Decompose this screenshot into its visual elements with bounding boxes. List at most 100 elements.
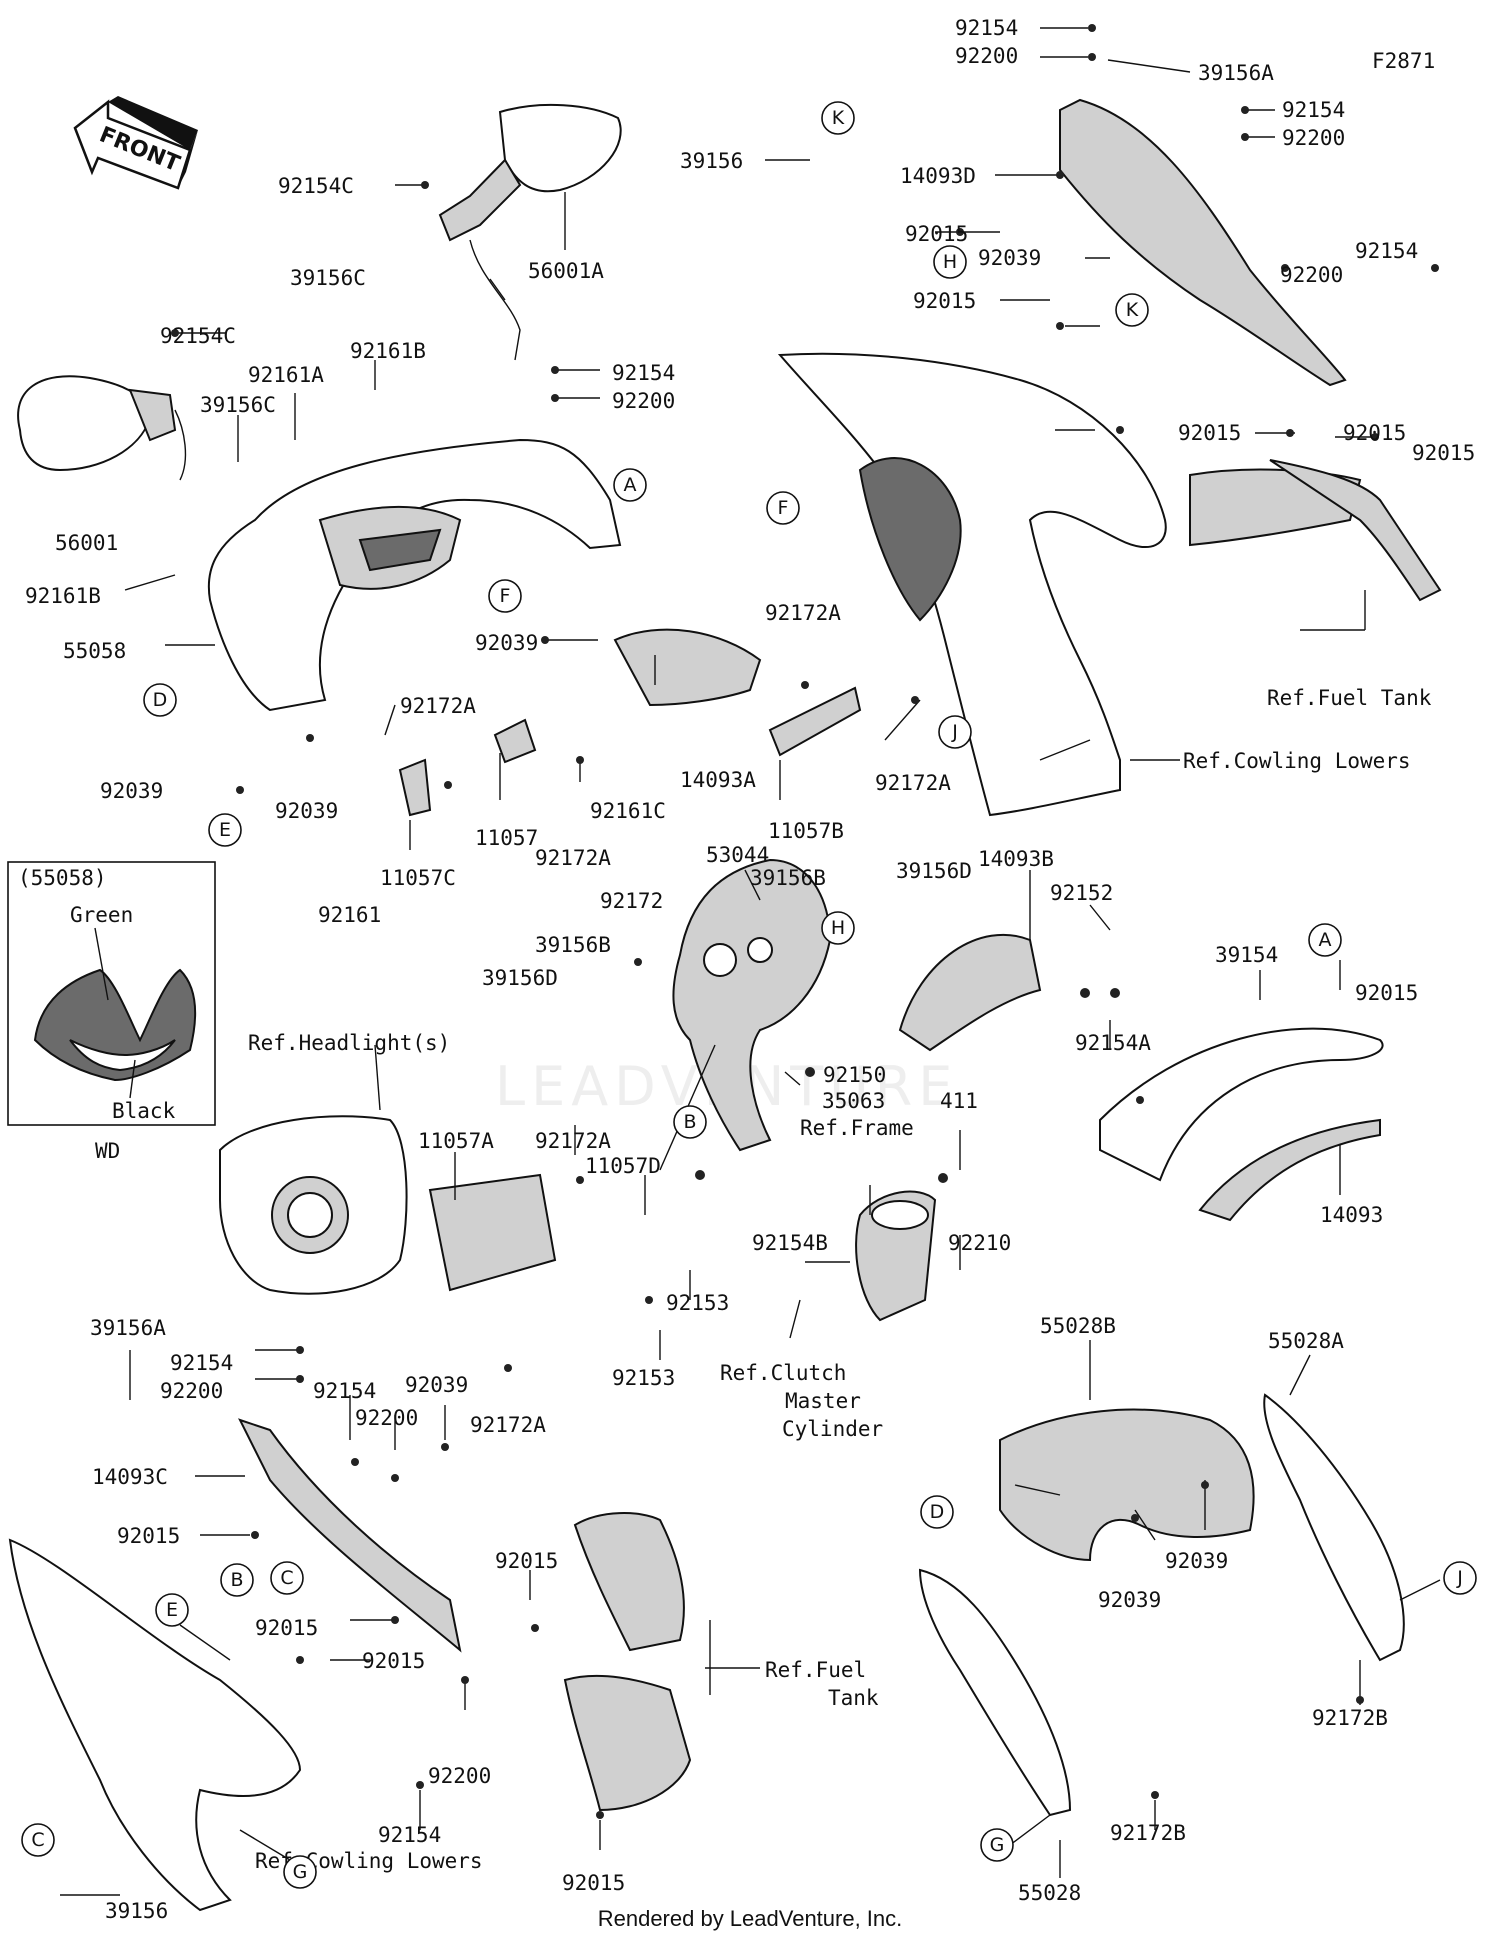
callout-k-mid: K [1115, 293, 1149, 327]
front-arrow-icon: FRONT [73, 96, 198, 190]
label-92172B: 92172B [1110, 1821, 1186, 1845]
callout-g-bottom-left: G [283, 1855, 317, 1889]
svg-text:E: E [219, 819, 231, 841]
label-11057C: 11057C [380, 866, 456, 890]
label-92015: 92015 [562, 1871, 625, 1895]
label-55028B: 55028B [1040, 1314, 1116, 1338]
mirror-right-shape [438, 103, 622, 361]
svg-text:J: J [1456, 1567, 1463, 1589]
ref-cowling-lowers-top: Ref.Cowling Lowers [1183, 749, 1411, 773]
label-92210: 92210 [948, 1231, 1011, 1255]
label-14093C: 14093C [92, 1465, 168, 1489]
label-92154: 92154 [612, 361, 675, 385]
label-92172A: 92172A [470, 1413, 546, 1437]
label-92172A: 92172A [535, 1129, 611, 1153]
svg-text:E: E [166, 1599, 178, 1621]
label-11057A: 11057A [418, 1129, 494, 1153]
label-92154C: 92154C [160, 324, 236, 348]
panel-39154-shape [1099, 1027, 1384, 1182]
inner-55028B-shape [999, 1408, 1255, 1562]
label-39156B: 39156B [750, 866, 826, 890]
inset-code: (55058) [18, 866, 107, 890]
svg-text:B: B [230, 1569, 243, 1591]
callout-c-bottom: C [270, 1561, 304, 1595]
label-92172A: 92172A [400, 694, 476, 718]
svg-text:A: A [1319, 929, 1332, 951]
label-56001: 56001 [55, 531, 118, 555]
label-35063: 35063 [822, 1089, 885, 1113]
inset-green: Green [70, 903, 133, 927]
label-92015: 92015 [117, 1524, 180, 1548]
label-92015: 92015 [1412, 441, 1475, 465]
label-92039: 92039 [1165, 1549, 1228, 1573]
label-39156: 39156 [105, 1899, 168, 1923]
svg-text:K: K [832, 107, 845, 129]
fastener-dots [171, 24, 1439, 1819]
label-39156: 39156 [680, 149, 743, 173]
label-92154B: 92154B [752, 1231, 828, 1255]
svg-text:H: H [831, 917, 845, 939]
label-14093B: 14093B [978, 847, 1054, 871]
label-92154: 92154 [955, 16, 1018, 40]
svg-text:K: K [1126, 299, 1139, 321]
label-92153: 92153 [666, 1291, 729, 1315]
label-39156D: 39156D [896, 859, 972, 883]
svg-text:D: D [153, 689, 168, 711]
svg-text:C: C [31, 1829, 44, 1851]
svg-text:G: G [293, 1861, 308, 1883]
label-92154: 92154 [378, 1823, 441, 1847]
svg-text:B: B [683, 1111, 696, 1133]
upper-cowling-shape [207, 438, 622, 712]
label-14093A: 14093A [680, 768, 756, 792]
label-92015: 92015 [905, 222, 968, 246]
svg-text:J: J [951, 721, 958, 743]
inner-panel-14093A-shape [613, 628, 762, 707]
middle-fairing-shape [777, 352, 1167, 817]
label-92150: 92150 [823, 1063, 886, 1087]
label-92200: 92200 [428, 1764, 491, 1788]
label-92172A: 92172A [765, 601, 841, 625]
inset-variant: WD [95, 1139, 120, 1163]
ref-fuel-tank-bottom-1: Ref.Fuel [765, 1658, 866, 1682]
side-cowl-14093C-shape [238, 1418, 462, 1653]
svg-text:G: G [990, 1834, 1005, 1856]
inset-black: Black [112, 1099, 176, 1123]
label-92200: 92200 [1280, 263, 1343, 287]
callout-f-top: F [766, 491, 800, 525]
label-92015: 92015 [495, 1549, 558, 1573]
label-14093: 14093 [1320, 1203, 1383, 1227]
label-92015: 92015 [1178, 421, 1241, 445]
label-92161A: 92161A [248, 363, 324, 387]
ref-clutch-3: Cylinder [782, 1417, 883, 1441]
label-92039: 92039 [405, 1373, 468, 1397]
label-92015: 92015 [1355, 981, 1418, 1005]
fuel-tank-trim-bottom-shape [563, 1512, 692, 1812]
label-11057: 11057 [475, 826, 538, 850]
label-92200: 92200 [612, 389, 675, 413]
label-11057D: 11057D [585, 1154, 661, 1178]
label-92172: 92172 [600, 889, 663, 913]
bracket-11057B-shape [768, 686, 862, 757]
label-92161B: 92161B [25, 584, 101, 608]
callout-g-bottom-right: G [980, 1828, 1014, 1862]
panel-14093-shape [1198, 1118, 1381, 1222]
label-53044: 53044 [706, 843, 769, 867]
label-92172A: 92172A [875, 771, 951, 795]
color-inset [7, 861, 216, 1126]
callout-a-top: A [613, 468, 647, 502]
callout-d-bottom: D [920, 1495, 954, 1529]
ref-fuel-tank-top: Ref.Fuel Tank [1267, 686, 1432, 710]
label-92200: 92200 [1282, 126, 1345, 150]
label-92172A: 92172A [535, 846, 611, 870]
label-39156A: 39156A [1198, 61, 1274, 85]
svg-text:F: F [500, 585, 511, 607]
callout-d-left: D [143, 683, 177, 717]
callout-k-top: K [821, 101, 855, 135]
callout-f-left: F [488, 579, 522, 613]
callout-h-mid: H [821, 911, 855, 945]
label-92154A: 92154A [1075, 1031, 1151, 1055]
panel-55028-shape [918, 1568, 1072, 1817]
headlight-shape [219, 1115, 408, 1295]
ref-clutch-1: Ref.Clutch [720, 1361, 846, 1385]
